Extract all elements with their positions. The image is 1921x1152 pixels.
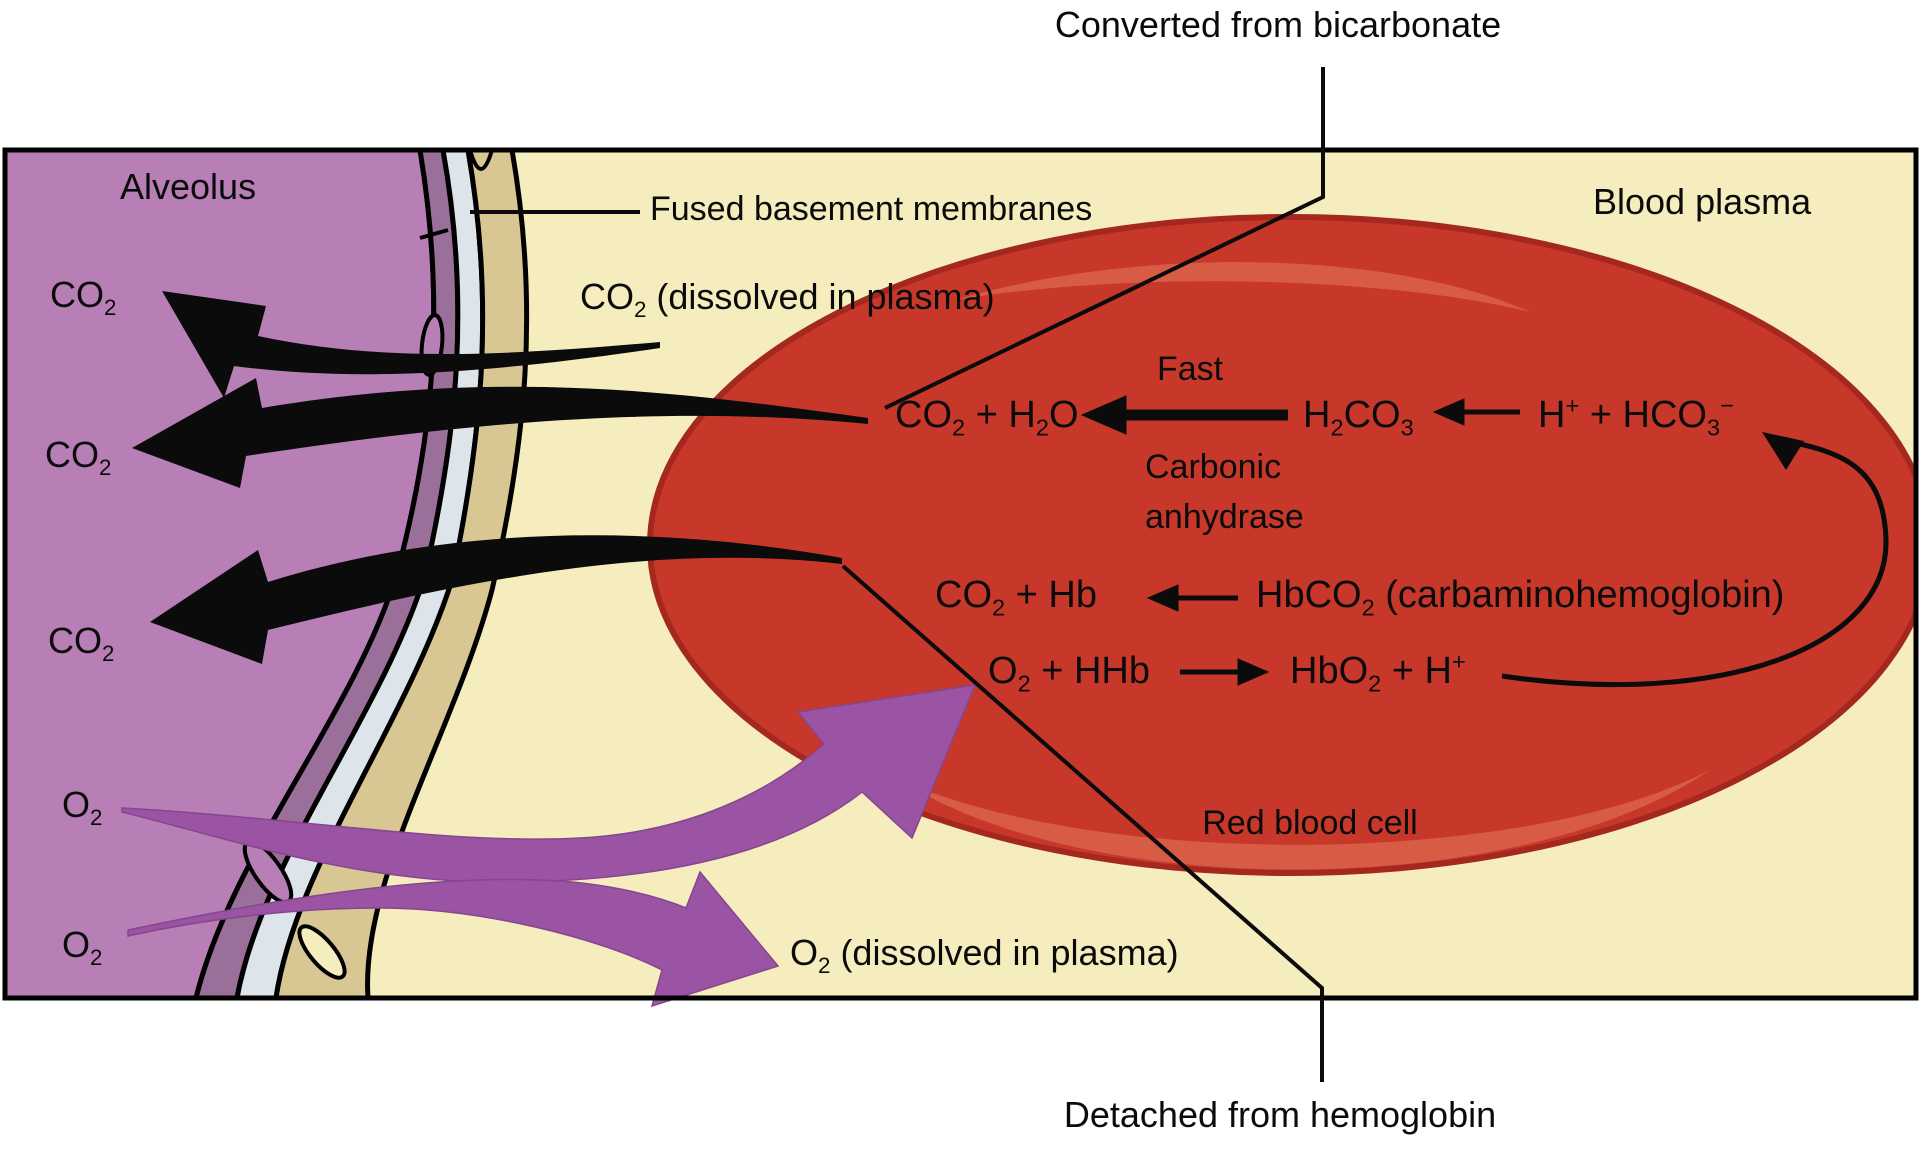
row3-right-arrowhead xyxy=(1237,658,1270,686)
equation-arrows xyxy=(1080,395,1520,686)
leader-lines xyxy=(470,67,1325,1082)
co2-arrow-bottom xyxy=(150,535,842,664)
title-converted-from-bicarbonate: Converted from bicarbonate xyxy=(1054,4,1502,45)
detached-from-hemoglobin-leader xyxy=(841,564,1324,1082)
o2-gas-label-2: O2 xyxy=(62,924,103,971)
o2-arrow-to-plasma xyxy=(127,870,780,1008)
o2-gas-label-1: O2 xyxy=(62,784,103,831)
equation-row2-product: CO2 + Hb xyxy=(935,574,1097,621)
endothelium-cell-junction-notch xyxy=(468,149,494,171)
row1-left-arrowhead xyxy=(1432,398,1465,426)
fast-reaction-arrowhead xyxy=(1080,395,1127,435)
co2-arrow-top xyxy=(162,291,660,398)
equation-row1-product: CO2 + H2O xyxy=(895,394,1079,441)
blood-plasma-label: Blood plasma xyxy=(1593,181,1812,222)
o2-dissolved-label: O2 (dissolved in plasma) xyxy=(790,932,1179,979)
o2-diffusion-arrows xyxy=(121,684,977,1008)
rbc-top-highlight xyxy=(955,262,1530,312)
alveolus-label: Alveolus xyxy=(120,166,257,207)
rbc-bottom-highlight xyxy=(900,770,1710,870)
endothelium-nucleus xyxy=(297,924,347,980)
co2-diffusion-arrows xyxy=(132,291,868,664)
carbonic-anhydrase-line2: anhydrase xyxy=(1145,498,1304,536)
equation-row3-reactants: O2 + HHb xyxy=(988,650,1150,697)
co2-gas-label-3: CO2 xyxy=(48,620,115,667)
equation-row1-source: H+ + HCO3− xyxy=(1538,392,1734,441)
red-blood-cell-label: Red blood cell xyxy=(1202,804,1418,842)
row2-left-arrowhead xyxy=(1146,584,1179,612)
carbonic-anhydrase-line1: Carbonic xyxy=(1145,448,1282,486)
converted-from-bicarbonate-leader xyxy=(884,67,1325,410)
co2-gas-label-1: CO2 xyxy=(50,274,117,321)
equation-row2-source: HbCO2 (carbaminohemoglobin) xyxy=(1256,574,1785,621)
title-detached-from-hemoglobin: Detached from hemoglobin xyxy=(1063,1094,1497,1135)
h-plus-to-bicarbonate-arrow xyxy=(1501,432,1889,688)
co2-dissolved-label: CO2 (dissolved in plasma) xyxy=(580,276,995,323)
fast-label: Fast xyxy=(1156,350,1224,388)
diagram-border xyxy=(2,147,1919,1001)
equation-row1-intermediate: H2CO3 xyxy=(1303,394,1414,441)
equation-row3-products: HbO2 + H+ xyxy=(1290,648,1466,697)
o2-arrow-to-rbc xyxy=(121,684,977,883)
co2-gas-label-2: CO2 xyxy=(45,434,112,481)
co2-arrow-middle xyxy=(132,378,868,488)
red-blood-cell-shape xyxy=(647,214,1916,876)
fused-basement-membranes-label: Fused basement membranes xyxy=(650,190,1093,228)
